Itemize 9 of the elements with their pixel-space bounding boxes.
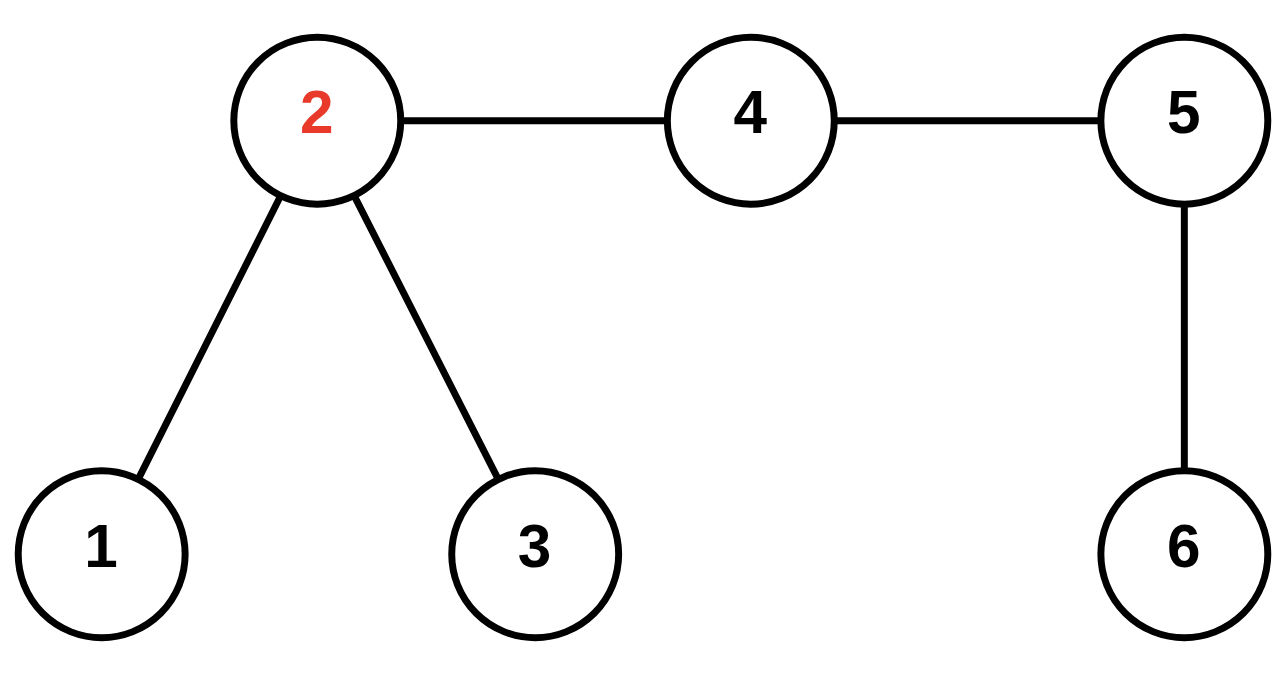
- node-circle: 6: [1097, 466, 1272, 641]
- node-circle: 2: [230, 33, 405, 208]
- node-circle: 4: [663, 33, 838, 208]
- node-circle: 3: [448, 466, 623, 641]
- connector: [1180, 204, 1188, 471]
- connector: [834, 116, 1101, 124]
- node-circle: 5: [1097, 33, 1272, 208]
- node-circle: 1: [14, 466, 189, 641]
- connector: [401, 116, 667, 124]
